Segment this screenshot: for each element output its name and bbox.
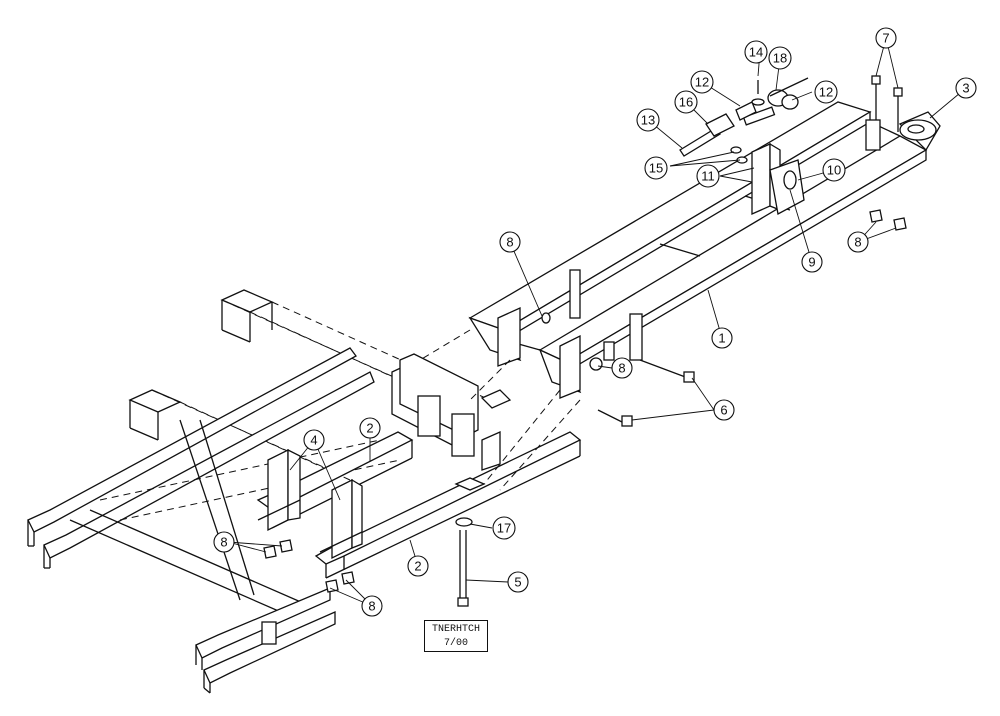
- callout-5: 5: [507, 571, 529, 593]
- svg-text:8: 8: [854, 235, 861, 250]
- svg-text:12: 12: [695, 75, 709, 90]
- hydraulic-fittings: [679, 77, 809, 164]
- svg-text:7: 7: [882, 31, 889, 46]
- drawing-date: 7/00: [443, 638, 468, 649]
- callout-12-b: 12: [814, 80, 838, 104]
- svg-text:9: 9: [808, 255, 815, 270]
- hardware: [263, 75, 907, 607]
- callout-1: 1: [711, 327, 733, 349]
- svg-text:18: 18: [773, 51, 787, 66]
- svg-text:2: 2: [366, 421, 373, 436]
- svg-text:17: 17: [497, 521, 511, 536]
- callout-7: 7: [875, 27, 897, 49]
- svg-text:1: 1: [718, 331, 725, 346]
- jack-mount: [742, 106, 805, 216]
- svg-text:10: 10: [827, 163, 841, 178]
- callout-2-left: 2: [359, 417, 381, 439]
- callout-12-a: 12: [690, 70, 714, 94]
- callout-8-lower: 8: [361, 595, 383, 617]
- svg-text:13: 13: [641, 113, 655, 128]
- svg-text:3: 3: [962, 81, 969, 96]
- svg-text:2: 2: [414, 559, 421, 574]
- callout-10: 10: [822, 158, 846, 182]
- svg-text:6: 6: [720, 403, 727, 418]
- svg-text:11: 11: [701, 169, 715, 184]
- svg-text:12: 12: [819, 85, 833, 100]
- svg-text:15: 15: [649, 161, 663, 176]
- callout-8-bracket: 8: [213, 531, 235, 553]
- svg-text:16: 16: [679, 95, 693, 110]
- callout-2-right: 2: [407, 555, 429, 577]
- brackets: [257, 448, 363, 560]
- svg-text:8: 8: [618, 361, 625, 376]
- callout-13: 13: [636, 108, 660, 132]
- callout-8-front: 8: [499, 231, 521, 253]
- main-tongue: [468, 101, 941, 399]
- callout-15: 15: [644, 156, 668, 180]
- callout-9: 9: [801, 251, 823, 273]
- callout-14: 14: [744, 40, 768, 64]
- svg-text:4: 4: [310, 433, 317, 448]
- svg-text:8: 8: [220, 535, 227, 550]
- callout-11: 11: [696, 164, 720, 188]
- callout-8-hitch: 8: [847, 231, 869, 253]
- callout-17: 17: [492, 516, 516, 540]
- svg-text:5: 5: [514, 575, 521, 590]
- callout-balloons: 1 2 2 3 4 5 6 7 8 8 8 8 8 9 10 11 12 12 …: [213, 27, 977, 617]
- svg-text:8: 8: [368, 599, 375, 614]
- callout-6: 6: [713, 399, 735, 421]
- callout-18: 18: [768, 46, 792, 70]
- callout-8-middle: 8: [611, 357, 633, 379]
- drawing-stamp: TNERHTCH 7/00: [424, 620, 488, 652]
- drawing-code: TNERHTCH: [431, 624, 480, 635]
- callout-16: 16: [674, 90, 698, 114]
- svg-text:8: 8: [506, 235, 513, 250]
- callout-4: 4: [303, 429, 325, 451]
- svg-text:14: 14: [749, 45, 763, 60]
- toolbar-frame: [27, 289, 491, 694]
- callout-3: 3: [955, 77, 977, 99]
- mount-plates: [391, 353, 512, 471]
